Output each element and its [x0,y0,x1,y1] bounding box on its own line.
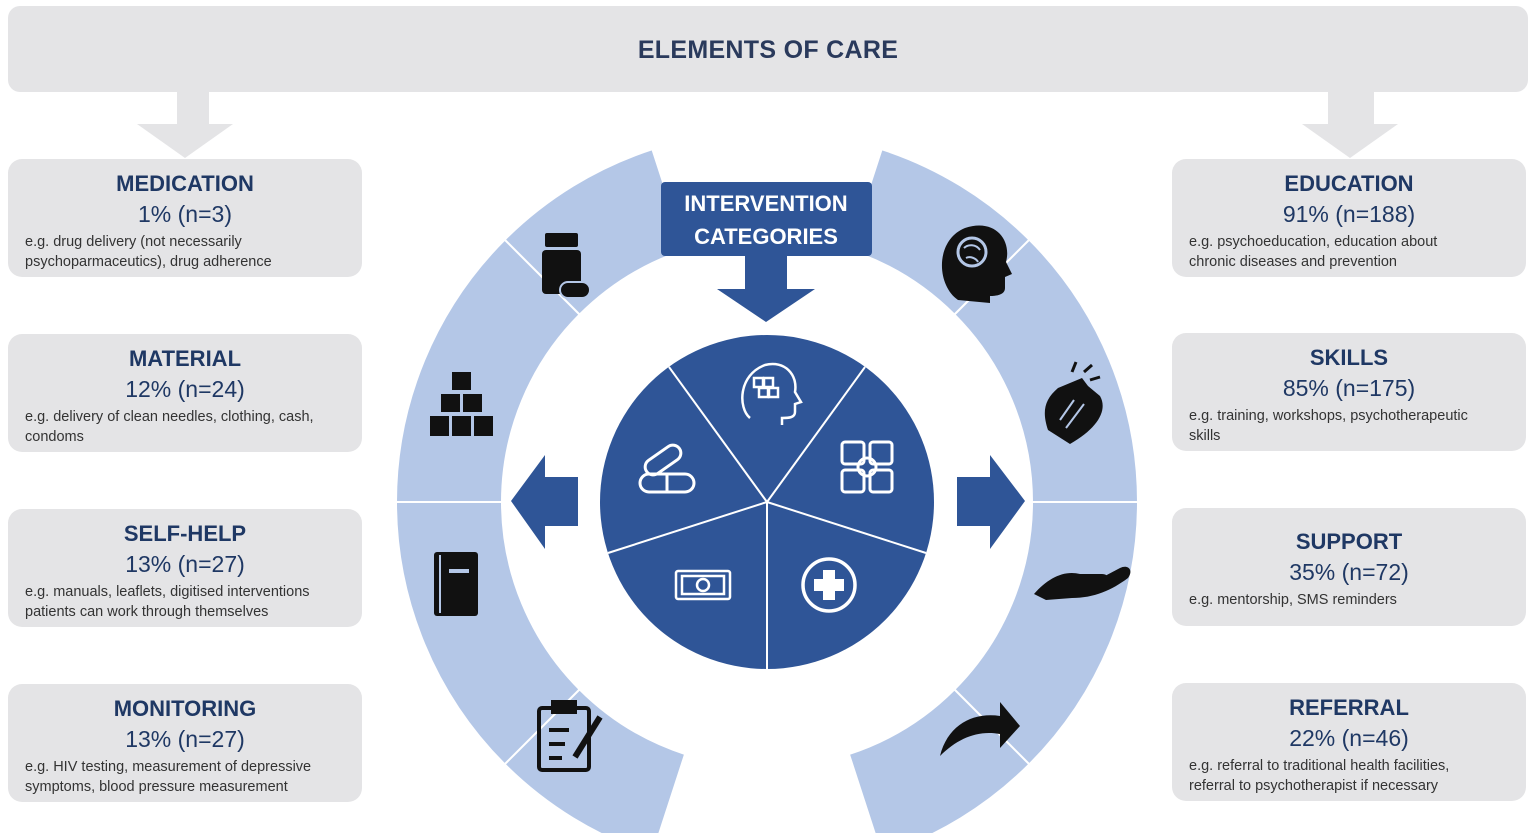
clapping-hands-icon [1044,361,1103,444]
pill-bottle-icon [542,233,591,299]
card-description: e.g. drug delivery (not necessarily psych… [25,232,350,272]
card-education: EDUCATION 91% (n=188) e.g. psychoeducati… [1172,159,1526,277]
card-desc-line-2: psychoparmaceutics), drug adherence [25,254,272,270]
elements-of-care-banner: ELEMENTS OF CARE [8,6,1528,92]
card-desc-line-2: chronic diseases and prevention [1189,254,1397,270]
left-arrow [511,455,578,549]
card-material: MATERIAL 12% (n=24) e.g. delivery of cle… [8,334,362,452]
brain-head-icon [941,225,1012,303]
cash-icon [674,569,732,601]
card-title: EDUCATION [1284,171,1414,196]
card-stat: 12% (n=24) [125,376,245,402]
card-title: SELF-HELP [123,521,247,546]
card-desc-line-2: symptoms, blood pressure measurement [25,779,288,795]
card-description: e.g. psychoeducation, education about chr… [1189,232,1514,272]
right-arrow [957,455,1025,549]
card-medication: MEDICATION 1% (n=3) e.g. drug delivery (… [8,159,362,277]
card-desc-line-1: e.g. training, workshops, psychotherapeu… [1189,408,1468,424]
pills-icon [638,443,696,494]
card-desc-line-1: e.g. psychoeducation, education about [1189,234,1438,250]
boxes-icon [430,372,493,436]
card-title: SUPPORT [1295,529,1403,554]
card-description: e.g. training, workshops, psychotherapeu… [1189,406,1514,446]
medical-cross-icon [801,557,857,613]
card-stat: 1% (n=3) [138,201,232,227]
clipboard-icon [537,700,603,772]
card-stat: 91% (n=188) [1282,201,1416,227]
card-description: e.g. HIV testing, measurement of depress… [25,757,350,797]
card-referral: REFERRAL 22% (n=46) e.g. referral to tra… [1172,683,1526,801]
card-self-help: SELF-HELP 13% (n=27) e.g. manuals, leafl… [8,509,362,627]
card-stat: 22% (n=46) [1289,725,1409,751]
ring-segment-monitoring [503,687,687,833]
card-desc-line-1: e.g. mentorship, SMS reminders [1189,592,1397,608]
card-title: MATERIAL [128,346,242,371]
card-desc-line-1: e.g. referral to traditional health faci… [1189,758,1450,774]
card-description: e.g. mentorship, SMS reminders [1189,590,1514,610]
card-title: MEDICATION [116,171,254,196]
card-stat: 13% (n=27) [125,726,245,752]
left-down-arrow [137,92,233,158]
card-title: REFERRAL [1289,695,1409,720]
card-stat: 35% (n=72) [1289,559,1409,585]
helping-hand-icon [1034,566,1131,600]
card-desc-line-1: e.g. manuals, leaflets, digitised interv… [25,584,310,600]
right-down-arrow [1302,92,1398,158]
card-desc-line-2: condoms [25,429,84,445]
intervention-categories-box [661,182,872,256]
collaboration-hands-icon [840,440,894,494]
card-desc-line-1: e.g. drug delivery (not necessarily [25,234,242,250]
card-desc-line-1: e.g. HIV testing, measurement of depress… [25,759,312,775]
card-description: e.g. delivery of clean needles, clothing… [25,407,350,447]
card-monitoring: MONITORING 13% (n=27) e.g. HIV testing, … [8,684,362,802]
card-skills: SKILLS 85% (n=175) e.g. training, worksh… [1172,333,1526,451]
card-stat: 85% (n=175) [1282,375,1416,401]
card-description: e.g. manuals, leaflets, digitised interv… [25,582,350,622]
card-title: MONITORING [113,696,257,721]
center-down-arrow [717,256,815,322]
card-desc-line-1: e.g. delivery of clean needles, clothing… [25,409,314,425]
card-desc-line-2: skills [1189,428,1221,444]
card-desc-line-2: patients can work through themselves [25,604,269,620]
banner-title: ELEMENTS OF CARE [637,36,899,64]
card-description: e.g. referral to traditional health faci… [1189,756,1514,796]
card-support: SUPPORT 35% (n=72) e.g. mentorship, SMS … [1172,508,1526,626]
forward-arrow-icon [940,702,1020,756]
card-title: SKILLS [1309,345,1389,370]
head-puzzle-icon [741,362,803,425]
card-stat: 13% (n=27) [125,551,245,577]
center-title-line-1: INTERVENTION [684,191,847,216]
book-icon [434,552,478,616]
category-pie [600,335,934,669]
card-desc-line-2: referral to psychotherapist if necessary [1189,778,1439,794]
center-title-line-2: CATEGORIES [694,224,838,249]
